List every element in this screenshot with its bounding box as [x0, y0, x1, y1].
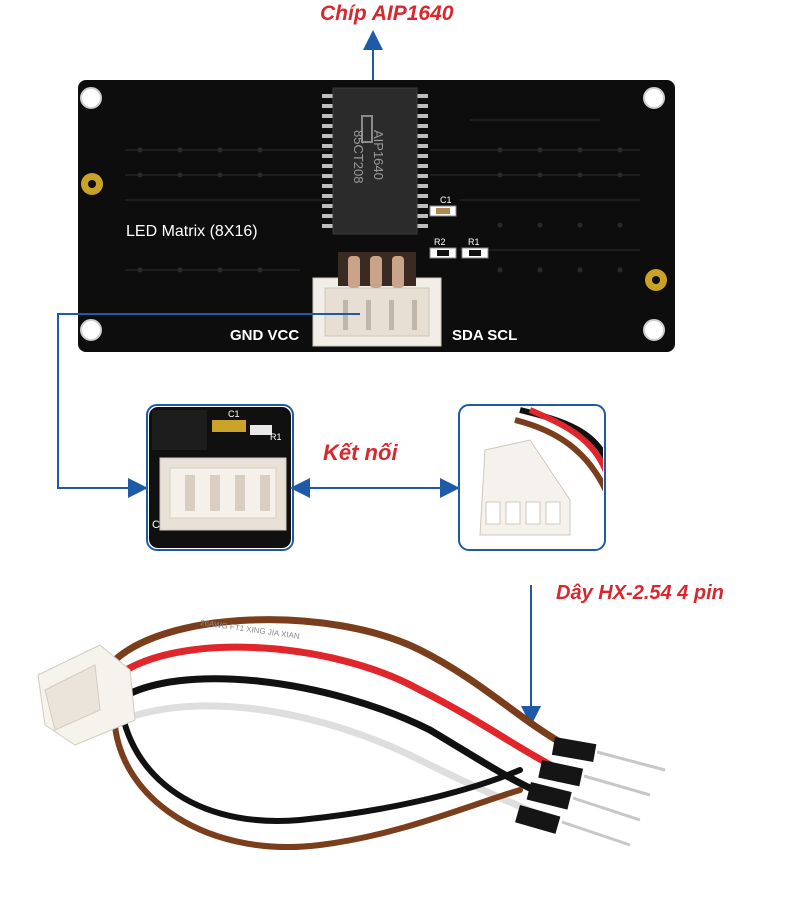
mounting-hole: [643, 319, 665, 341]
component-c1: C1: [440, 195, 452, 205]
inset-cable-connector: [458, 404, 606, 551]
component-r2: R2: [434, 237, 446, 247]
connector-leader-line: [57, 313, 360, 498]
chip-label: Chíp AIP1640: [320, 2, 454, 25]
mounting-hole: [643, 87, 665, 109]
pcb-board: [78, 80, 675, 352]
wire-brown: [106, 616, 569, 749]
wire-label: Dây HX-2.54 4 pin: [556, 582, 724, 604]
pins-right-label: SDA SCL: [452, 327, 517, 344]
mounting-hole: [80, 319, 102, 341]
inset-board-connector: [146, 404, 294, 551]
inset-r1: R1: [270, 432, 282, 442]
connect-label: Kết nối: [323, 440, 398, 465]
wire-red: [108, 643, 564, 774]
aip1640-chip: [332, 87, 418, 235]
dupont-pins: [515, 736, 666, 847]
chip-text-line1: AIP1640: [371, 130, 386, 180]
inset-c1: C1: [228, 409, 240, 419]
hx-cable: [106, 616, 569, 850]
mounting-hole: [80, 87, 102, 109]
wire-black: [114, 675, 549, 799]
cable-housing: [37, 644, 136, 746]
component-r1: R1: [468, 237, 480, 247]
board-title: LED Matrix (8X16): [126, 223, 258, 240]
pins-left-label: GND VCC: [230, 327, 299, 344]
inset-c-mark: C: [152, 519, 160, 531]
chip-text-line2: 85CT208: [351, 130, 366, 183]
